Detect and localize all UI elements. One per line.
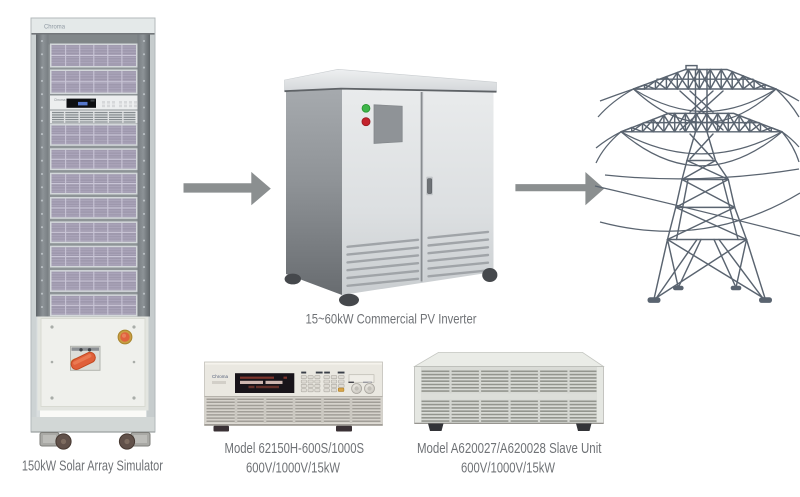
svg-text:Chroma: Chroma — [54, 98, 66, 102]
svg-text:150kW Solar Array Simulator: 150kW Solar Array Simulator — [22, 458, 163, 474]
svg-text:Chroma: Chroma — [212, 374, 229, 379]
svg-text:Chroma: Chroma — [44, 25, 66, 31]
svg-text:600V/1000V/15kW: 600V/1000V/15kW — [246, 461, 340, 477]
svg-text:Model A620027/A620028 Slave Un: Model A620027/A620028 Slave Unit — [417, 441, 602, 457]
svg-text:600V/1000V/15kW: 600V/1000V/15kW — [461, 461, 555, 477]
svg-text:15~60kW Commercial PV Inverter: 15~60kW Commercial PV Inverter — [306, 311, 477, 327]
svg-text:Model 62150H-600S/1000S: Model 62150H-600S/1000S — [225, 441, 365, 457]
